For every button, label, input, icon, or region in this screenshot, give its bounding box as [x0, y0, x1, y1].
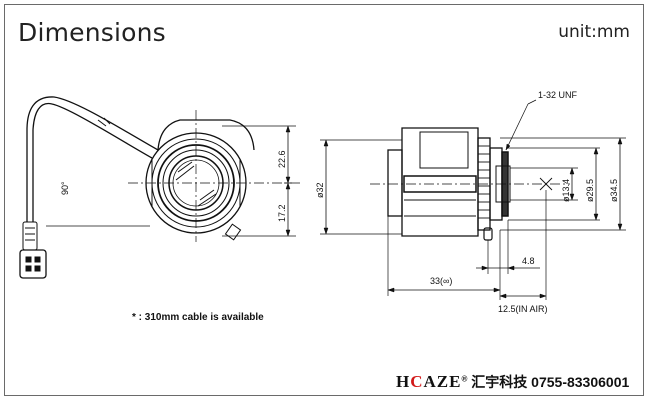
footer-brand: HCAZE® 汇宇科技 0755-83306001	[396, 372, 630, 391]
connector-neck	[22, 221, 38, 251]
front-view	[19, 96, 300, 279]
dia-34-5-label: ø34.5	[609, 179, 619, 202]
dim-17-2-label: 17.2	[277, 204, 287, 222]
side-view	[320, 99, 626, 300]
unit-label: unit:mm	[558, 22, 630, 42]
angle-label: 90°	[60, 181, 70, 195]
cable-note: * : 310mm cable is available	[132, 312, 264, 323]
dim-22-6-label: 22.6	[277, 150, 287, 168]
phone-number: 0755-83306001	[531, 374, 630, 390]
lens-body-top	[157, 119, 255, 151]
page-title: Dimensions	[18, 18, 166, 47]
thread-label: 1-32 UNF	[538, 90, 578, 100]
brand-logo: HCAZE	[396, 372, 462, 391]
dim-33-label: 33(∞)	[430, 276, 452, 286]
dim-4-8-label: 4.8	[522, 256, 535, 266]
side-label-plate	[419, 131, 469, 169]
focus-knob	[224, 223, 242, 241]
dim-12-5-label: 12.5(IN AIR)	[498, 304, 548, 314]
company-name: 汇宇科技	[471, 374, 528, 390]
connector-plug	[19, 249, 47, 279]
dia-32-label: ø32	[315, 182, 325, 198]
dia-29-5-label: ø29.5	[585, 179, 595, 202]
dia-13-4-label: ø13.4	[561, 179, 571, 202]
cable	[32, 102, 153, 222]
